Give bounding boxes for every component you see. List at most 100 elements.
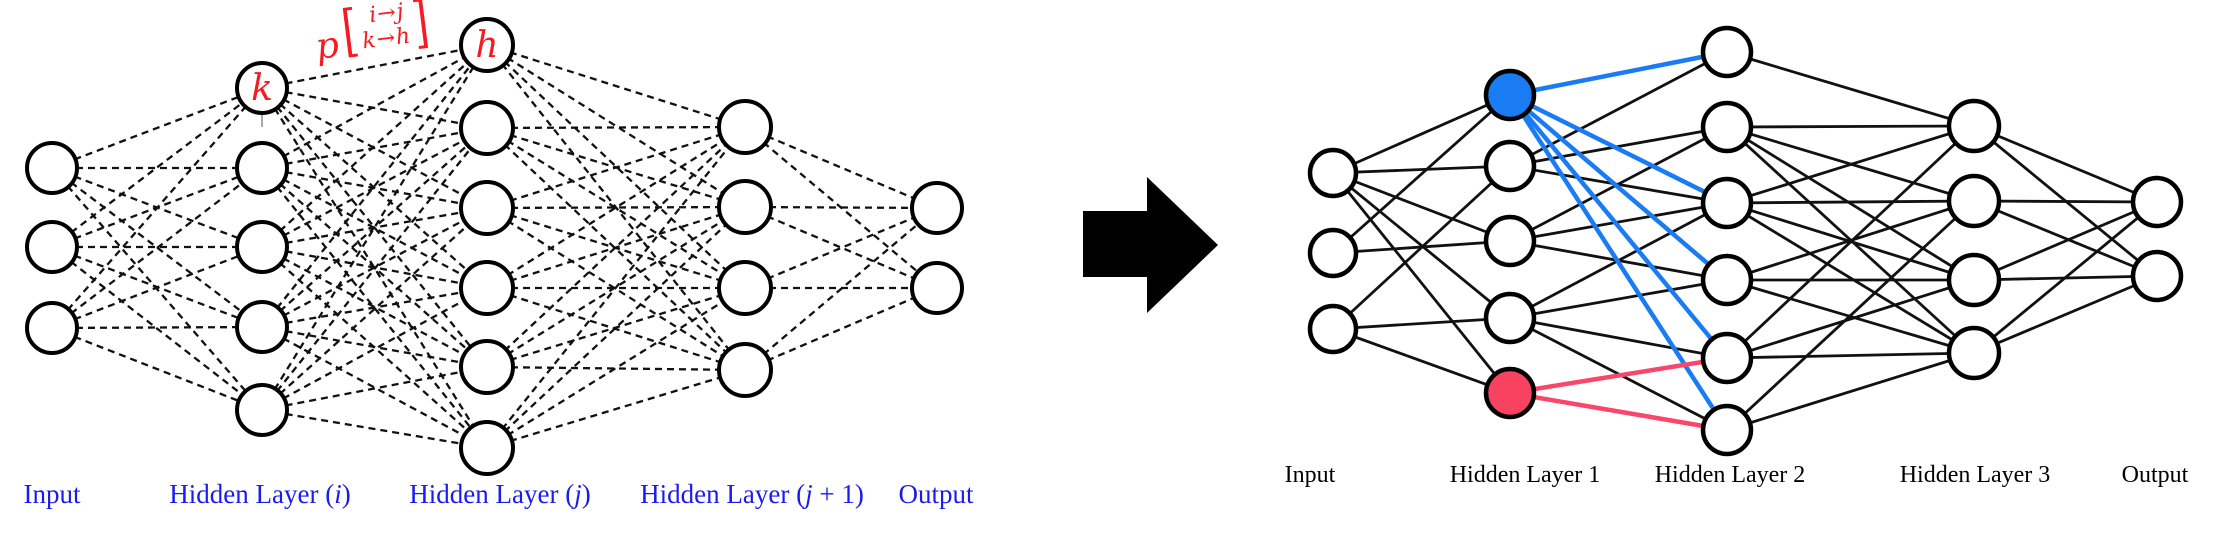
edge (1509, 201, 1728, 243)
dashed-edge (486, 125, 746, 210)
edge (1726, 351, 1975, 432)
edge (1509, 125, 1728, 243)
dashed-edge (744, 286, 938, 372)
dashed-edge (486, 205, 746, 290)
dashed-edge (261, 44, 488, 328)
layer-label-hidden-layer-1: Hidden Layer 1 (1450, 462, 1601, 488)
annotation-close-bracket: ] (408, 0, 433, 56)
dashed-edge (486, 126, 746, 368)
neuron-output-2 (910, 261, 964, 315)
neuron-input-3 (25, 301, 79, 355)
edge (1726, 124, 1975, 129)
edge (1331, 172, 1512, 394)
probability-annotation: p [ i→j k→h ] (311, 0, 434, 68)
highlighted-blue-edge (1508, 93, 1729, 282)
neuron-hidden-layer-3-4 (1946, 325, 2002, 381)
neuron-hidden-i-3 (235, 220, 289, 274)
dashed-edge (51, 87, 263, 329)
neuron-hidden-layer-1-2 (1483, 139, 1537, 193)
dashed-edge (486, 287, 746, 449)
layer-label-output: Output (2122, 462, 2189, 488)
neuron-hidden-j-6 (459, 420, 515, 476)
dashed-edge (51, 167, 263, 329)
dashed-edge (261, 126, 488, 170)
neuron-hidden-layer-2-5 (1700, 331, 1754, 385)
edge (1973, 199, 2158, 204)
layer-label-hidden-layer-3: Hidden Layer 3 (1900, 462, 2051, 488)
neuron-input-1 (1307, 147, 1359, 199)
edge (1726, 50, 1975, 128)
dashed-edge (261, 166, 488, 290)
dashed-edge (486, 286, 746, 369)
dashed-edge (261, 206, 488, 329)
highlighted-pink-edge (1509, 390, 1728, 433)
neuron-output-2 (2130, 249, 2184, 303)
dashed-edge (486, 44, 746, 208)
neuron-hidden-layer-3-2 (1946, 173, 2002, 229)
dashed-edge (261, 127, 488, 411)
edge (1973, 200, 2158, 355)
edge (1973, 124, 2158, 204)
annotation-open-bracket: [ (338, 0, 362, 65)
edge (1973, 274, 2158, 355)
dashed-edge (261, 245, 488, 369)
edge (1332, 164, 1511, 331)
neuron-input-3 (1307, 303, 1359, 355)
edge (1332, 171, 1511, 243)
neuron-hidden-layer-3-3 (1946, 252, 2002, 308)
neuron-hidden-layer-1-4 (1483, 291, 1537, 345)
dashed-edge (261, 87, 488, 449)
neuron-hidden-layer-2-3 (1700, 176, 1754, 230)
dashed-edge (486, 365, 746, 372)
highlighted-blue-edge (1508, 92, 1729, 206)
edge (1726, 124, 1975, 360)
neuron-hidden-layer-2-6 (1700, 403, 1754, 457)
neuron-hidden-layer-1-3 (1483, 214, 1537, 268)
dashed-edge (486, 206, 746, 368)
dashed-edge (261, 286, 488, 412)
layer-label-output: Output (898, 479, 974, 509)
dashed-edge (51, 86, 263, 170)
dashed-edge (486, 127, 746, 371)
dashed-edge (486, 126, 746, 289)
edge (1726, 125, 1975, 282)
neuron-hidden-j-plus-1-3 (717, 260, 773, 316)
dashed-edge (744, 207, 938, 371)
transform-arrow-icon (1083, 177, 1218, 313)
neuron-hidden-j-plus-1-2 (717, 179, 773, 235)
neuron-hidden-j-4 (459, 260, 515, 316)
neuron-input-2 (25, 220, 79, 274)
node-label-h: h (475, 25, 498, 66)
edge (1726, 199, 1975, 432)
edge (1332, 93, 1511, 175)
edge (1973, 200, 2158, 282)
dashed-edge (486, 127, 746, 289)
neuron-hidden-j-3 (459, 180, 515, 236)
layer-label-hidden-layer-2: Hidden Layer 2 (1655, 462, 1806, 488)
neuron-hidden-i-2 (235, 141, 289, 195)
dashed-edge (261, 43, 488, 170)
neuron-hidden-j-2 (459, 100, 515, 156)
dashed-edge (744, 205, 938, 290)
edge (1726, 199, 1975, 205)
dashed-edge (51, 246, 263, 411)
dashed-edge (486, 207, 746, 371)
layer-label-hidden-j: Hidden Layer (j) (409, 479, 590, 509)
dashed-edge (261, 127, 488, 328)
dashed-edge (744, 125, 938, 210)
layer-label-hidden-i: Hidden Layer (i) (169, 479, 350, 509)
dashed-edge (261, 365, 488, 412)
neuron-output-1 (2130, 175, 2184, 229)
dashed-edge (261, 286, 488, 329)
dashed-edge (261, 86, 488, 210)
dashed-edge (486, 44, 746, 371)
neuron-hidden-layer-1-1 (1483, 68, 1537, 122)
dashed-edge (486, 286, 746, 372)
neuron-input-1 (25, 141, 79, 195)
annotation-p: p (313, 24, 342, 69)
dashed-edge (51, 87, 263, 248)
edge (1509, 316, 1728, 360)
edge (1332, 327, 1511, 395)
